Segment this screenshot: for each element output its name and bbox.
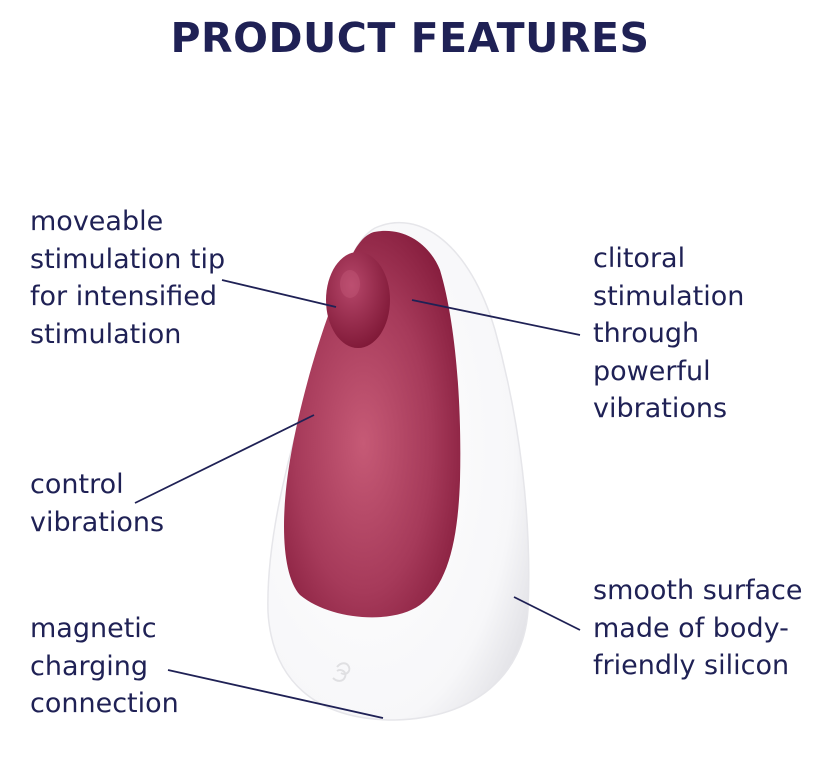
feature-line: stimulation	[30, 318, 182, 350]
logo-icon	[332, 662, 351, 682]
feature-line: connection	[30, 688, 179, 719]
leader-line-charging	[167, 669, 384, 719]
feature-label-smooth-surface: smooth surface made of body- friendly si…	[593, 572, 802, 685]
feature-label-stimulation-tip: moveable stimulation tip for intensified…	[30, 203, 225, 353]
leader-line-control	[134, 414, 315, 504]
feature-line: vibrations	[593, 393, 728, 424]
feature-line: control	[30, 469, 124, 500]
feature-line: clitoral	[593, 243, 686, 274]
feature-line: friendly silicon	[593, 650, 790, 681]
feature-line: stimulation	[593, 280, 745, 312]
leader-line-tip	[221, 279, 337, 308]
feature-line: through	[593, 318, 700, 349]
feature-line: for intensified	[30, 281, 217, 312]
page-title: PRODUCT FEATURES	[170, 14, 650, 62]
leader-line-surface	[513, 596, 581, 631]
feature-line: charging	[30, 650, 149, 682]
feature-line: magnetic	[30, 613, 157, 644]
feature-line: made of body-	[593, 612, 789, 644]
feature-line: smooth surface	[593, 575, 803, 606]
feature-line: moveable	[30, 206, 164, 237]
feature-label-clitoral-stimulation: clitoral stimulation through powerful vi…	[593, 240, 744, 428]
silicone-surface	[284, 230, 461, 618]
feature-label-magnetic-charging: magnetic charging connection	[30, 610, 179, 723]
stimulation-tip	[326, 252, 390, 348]
feature-line: stimulation tip	[30, 243, 226, 275]
leader-line-clitoral	[411, 299, 581, 336]
feature-line: powerful	[593, 355, 711, 387]
feature-label-control-vibrations: control vibrations	[30, 466, 164, 541]
feature-line: vibrations	[30, 506, 165, 538]
